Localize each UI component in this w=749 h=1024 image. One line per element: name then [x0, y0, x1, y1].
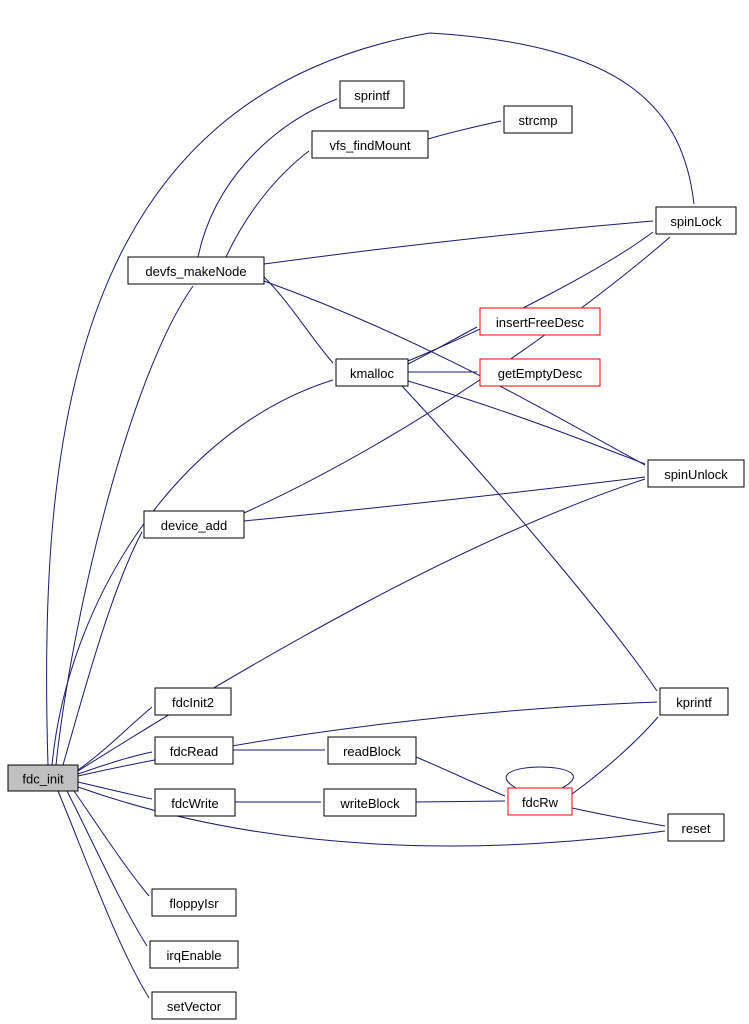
node-box-readBlock	[327, 736, 417, 765]
node-box-irqEnable	[149, 940, 239, 969]
node-label-devfs_makeNode: devfs_makeNode	[145, 264, 246, 279]
node-label-floppyIsr: floppyIsr	[169, 896, 219, 911]
node-box-fdcWrite	[154, 788, 236, 817]
edge-fdc_init-to-device_add	[62, 531, 143, 766]
node-box-spinLock	[655, 206, 737, 235]
node-label-device_add: device_add	[161, 518, 228, 533]
node-label-insertFreeDesc: insertFreeDesc	[496, 315, 585, 330]
edge-kmalloc-to-insertFreeDesc	[407, 326, 478, 365]
node-label-setVector: setVector	[167, 999, 222, 1014]
node-label-fdc_init: fdc_init	[22, 772, 64, 787]
node-box-floppyIsr	[151, 888, 237, 917]
node-kprintf[interactable]: kprintf	[659, 687, 729, 716]
node-label-kprintf: kprintf	[676, 695, 712, 710]
node-label-fdcWrite: fdcWrite	[171, 796, 218, 811]
node-fdcRead[interactable]: fdcRead	[154, 736, 234, 765]
node-spinLock[interactable]: spinLock	[655, 206, 737, 235]
node-label-fdcRead: fdcRead	[170, 744, 218, 759]
node-floppyIsr[interactable]: floppyIsr	[151, 888, 237, 917]
node-box-kprintf	[659, 687, 729, 716]
edge-kmalloc-to-kprintf	[401, 385, 658, 692]
node-label-irqEnable: irqEnable	[167, 948, 222, 963]
edge-fdc_init-to-floppyIsr	[73, 790, 150, 897]
node-fdcRw[interactable]: fdcRw	[507, 787, 573, 816]
node-box-fdcRead	[154, 736, 234, 765]
edge-readBlock-to-fdcRw	[415, 756, 506, 797]
edge-kmalloc-to-spinUnlock	[407, 380, 646, 465]
node-box-spinUnlock	[647, 459, 745, 488]
edge-vfs_findMount-to-strcmp	[427, 120, 502, 140]
node-box-fdc_init	[7, 764, 79, 792]
edge-fdcRw-to-fdcRw	[505, 766, 574, 789]
edge-fdc_init-to-fdcInit2	[77, 706, 153, 771]
node-label-fdcRw: fdcRw	[522, 795, 559, 810]
edge-devfs_makeNode-to-spinLock	[263, 220, 654, 265]
node-label-writeBlock: writeBlock	[339, 796, 400, 811]
node-box-strcmp	[503, 105, 573, 134]
node-sprintf[interactable]: sprintf	[339, 80, 405, 109]
node-box-insertFreeDesc	[479, 307, 601, 336]
node-getEmptyDesc[interactable]: getEmptyDesc	[479, 358, 601, 387]
node-devfs_makeNode[interactable]: devfs_makeNode	[127, 256, 265, 285]
node-setVector[interactable]: setVector	[151, 991, 237, 1020]
node-fdc_init[interactable]: fdc_init	[7, 764, 79, 792]
node-fdcWrite[interactable]: fdcWrite	[154, 788, 236, 817]
node-box-fdcInit2	[154, 687, 232, 716]
edge-fdcRw-to-reset	[571, 807, 666, 827]
node-box-kmalloc	[335, 358, 409, 387]
edge-fdc_init-to-fdcRead	[77, 751, 153, 775]
node-box-getEmptyDesc	[479, 358, 601, 387]
node-box-reset	[667, 813, 725, 842]
node-label-spinUnlock: spinUnlock	[664, 467, 728, 482]
node-box-writeBlock	[323, 788, 417, 817]
node-box-sprintf	[339, 80, 405, 109]
node-reset[interactable]: reset	[667, 813, 725, 842]
edge-fdcRw-to-kprintf	[571, 716, 659, 795]
node-readBlock[interactable]: readBlock	[327, 736, 417, 765]
node-label-kmalloc: kmalloc	[350, 366, 395, 381]
node-label-readBlock: readBlock	[343, 744, 401, 759]
node-label-strcmp: strcmp	[519, 113, 558, 128]
node-kmalloc[interactable]: kmalloc	[335, 358, 409, 387]
edge-writeBlock-to-fdcRw	[415, 800, 506, 803]
edge-devfs_makeNode-to-kmalloc	[263, 276, 334, 364]
node-box-device_add	[143, 510, 245, 539]
edge-fdc_init-to-setVector	[57, 790, 150, 999]
edge-fdc_init-to-devfs_makeNode	[55, 285, 194, 766]
node-vfs_findMount[interactable]: vfs_findMount	[311, 130, 429, 159]
node-fdcInit2[interactable]: fdcInit2	[154, 687, 232, 716]
edge-fdc_init-to-spinLock	[46, 32, 695, 766]
node-label-fdcInit2: fdcInit2	[172, 695, 214, 710]
edge-fdc_init-to-fdcWrite	[77, 781, 153, 800]
node-writeBlock[interactable]: writeBlock	[323, 788, 417, 817]
node-insertFreeDesc[interactable]: insertFreeDesc	[479, 307, 601, 336]
edge-fdc_init-to-kmalloc	[51, 379, 334, 766]
edge-device_add-to-spinLock	[243, 236, 671, 514]
node-box-devfs_makeNode	[127, 256, 265, 285]
node-label-spinLock: spinLock	[670, 214, 722, 229]
edge-devfs_makeNode-to-sprintf	[197, 98, 338, 258]
node-label-reset: reset	[682, 821, 711, 836]
node-device_add[interactable]: device_add	[143, 510, 245, 539]
node-irqEnable[interactable]: irqEnable	[149, 940, 239, 969]
edge-kmalloc-to-spinLock	[407, 231, 654, 362]
node-label-sprintf: sprintf	[354, 88, 390, 103]
node-strcmp[interactable]: strcmp	[503, 105, 573, 134]
node-label-vfs_findMount: vfs_findMount	[330, 138, 411, 153]
node-box-vfs_findMount	[311, 130, 429, 159]
node-spinUnlock[interactable]: spinUnlock	[647, 459, 745, 488]
edge-fdc_init-to-spinUnlock	[77, 478, 646, 772]
edge-device_add-to-spinUnlock	[243, 476, 646, 522]
edge-fdc_init-to-irqEnable	[66, 790, 148, 947]
node-label-getEmptyDesc: getEmptyDesc	[498, 366, 583, 381]
node-box-fdcRw	[507, 787, 573, 816]
node-box-setVector	[151, 991, 237, 1020]
edge-devfs_makeNode-to-vfs_findMount	[225, 150, 310, 258]
